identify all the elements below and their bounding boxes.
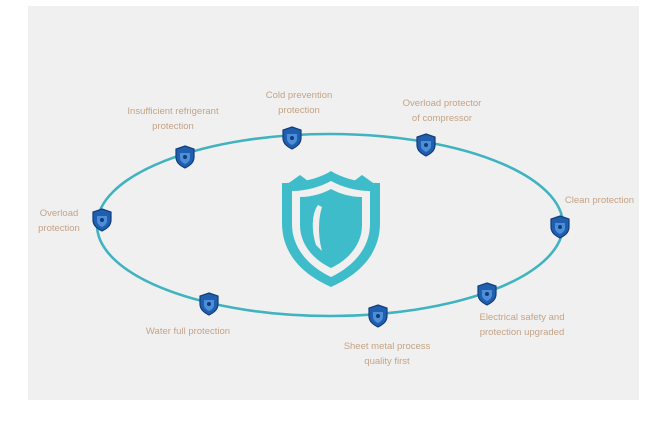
feature-label-sheet-metal: Sheet metal process quality first — [343, 341, 431, 367]
shield-badge-icon — [281, 126, 303, 150]
shield-badge-icon — [476, 282, 498, 306]
shield-badge-icon — [91, 208, 113, 232]
shield-badge-icon — [415, 133, 437, 157]
feature-label-cold-prevention: Cold prevention protection — [265, 90, 333, 116]
feature-label-insufficient-refrigerant: Insufficient refrigerant protection — [127, 106, 219, 132]
shield-badge-icon — [174, 145, 196, 169]
shield-badge-icon — [549, 215, 571, 239]
feature-label-electrical-safety: Electrical safety and protection upgrade… — [479, 312, 565, 338]
feature-label-clean-protection: Clean protection — [564, 195, 635, 206]
feature-label-water-full: Water full protection — [145, 326, 231, 337]
feature-label-compressor-overload: Overload protector of compressor — [402, 98, 482, 124]
center-shield-icon — [278, 167, 384, 296]
shield-badge-icon — [367, 304, 389, 328]
feature-label-overload: Overload protection — [38, 208, 80, 234]
shield-badge-icon — [198, 292, 220, 316]
